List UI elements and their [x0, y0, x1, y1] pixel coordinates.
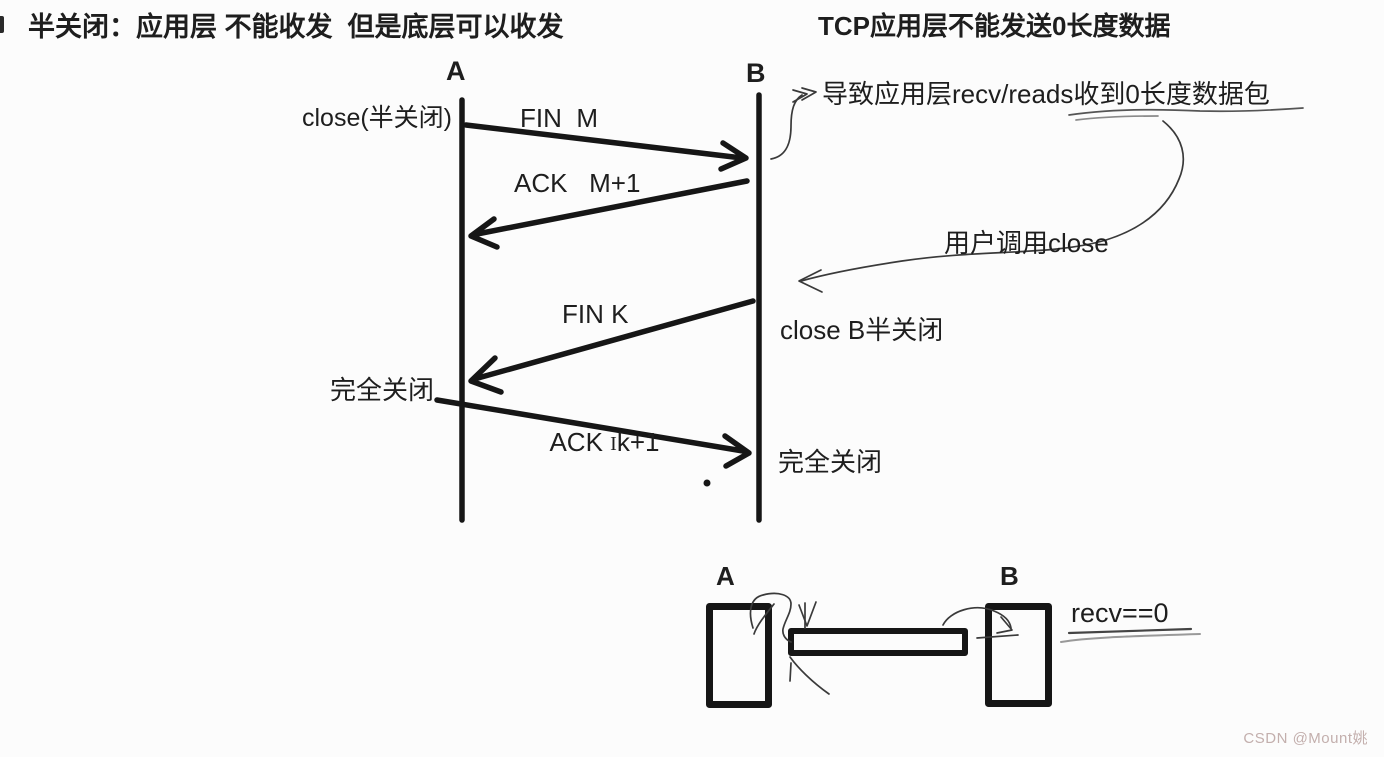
- close-b-half-label: close B半关闭: [780, 315, 944, 345]
- process-box-a: [706, 603, 772, 708]
- note-half-close: 半关闭：应用层 不能收发 但是底层可以收发: [28, 12, 564, 42]
- note-tcp-zero-length: TCP应用层不能发送0长度数据: [818, 11, 1171, 41]
- pipe-to-b-arrow-icon: [942, 606, 1019, 639]
- text-cursor-artifact: I: [610, 432, 617, 455]
- fully-closed-a-label: 完全关闭: [330, 375, 435, 405]
- box-a-label: A: [716, 561, 735, 591]
- recv-note-pointer-icon: [770, 87, 817, 160]
- endpoint-b-label: B: [746, 58, 766, 88]
- fin-m-label: FIN M: [520, 103, 598, 133]
- endpoint-a-label: A: [446, 56, 466, 86]
- recv-zero-label: recv==0: [1071, 598, 1169, 628]
- ack-m1-label: ACK M+1: [514, 168, 641, 198]
- box-a-scribble: [749, 592, 830, 695]
- video-edge-artifact: [0, 16, 4, 33]
- ack-k1-prefix: ACK: [549, 426, 611, 457]
- box-b-label: B: [1000, 561, 1019, 591]
- ack-k1-label: ACK Ik+1: [522, 398, 659, 488]
- user-close-pointer-icon: [798, 120, 1185, 293]
- recv-zero-length-note: 导致应用层recv/reads收到0长度数据包: [822, 79, 1270, 109]
- user-call-close-note: 用户调用close: [944, 228, 1109, 258]
- close-half-label: close(半关闭): [302, 104, 453, 132]
- ink-dot: [703, 479, 711, 487]
- fin-m-arrow-icon: [463, 122, 749, 172]
- ack-k1-suffix: k+1: [616, 426, 660, 457]
- recv-zero-underline: [1060, 627, 1201, 643]
- csdn-watermark: CSDN @Mount姚: [1243, 730, 1368, 747]
- pipe-rect: [788, 628, 968, 656]
- fully-closed-b-label: 完全关闭: [778, 447, 883, 477]
- process-box-b: [985, 603, 1052, 707]
- fin-k-label: FIN K: [562, 299, 629, 329]
